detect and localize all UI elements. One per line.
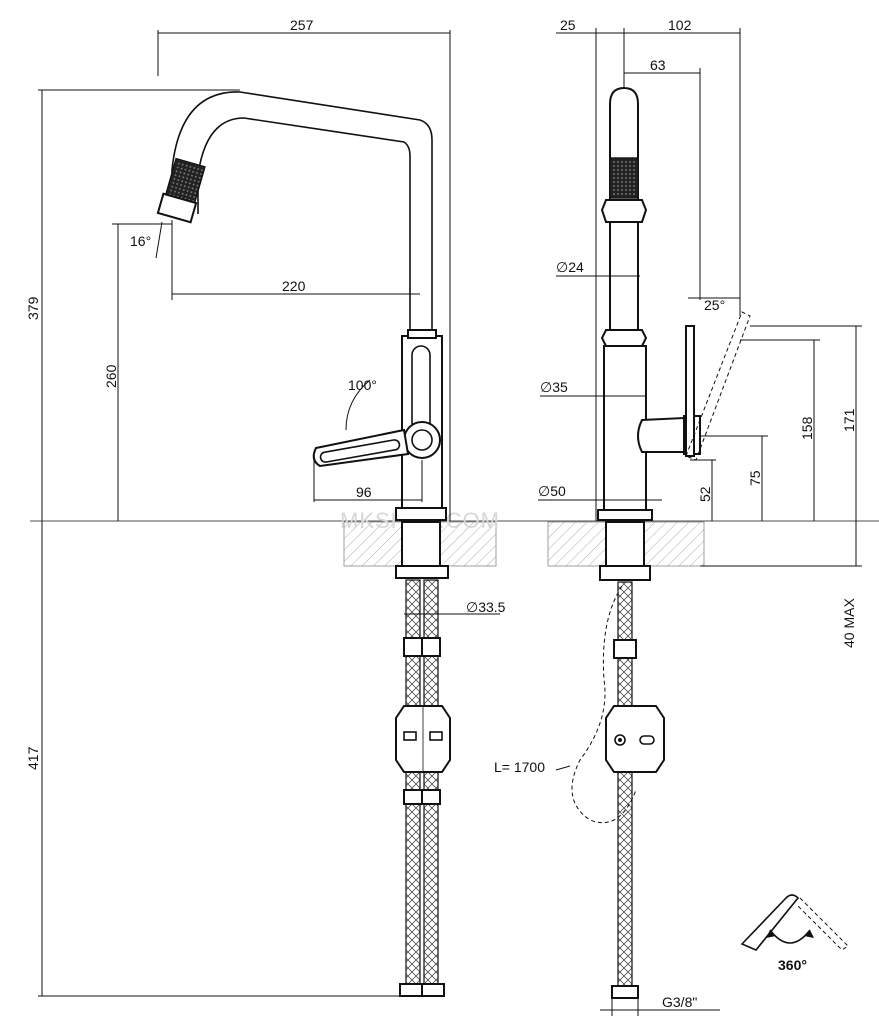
side-lever-dashed bbox=[685, 311, 751, 461]
dim-52: 52 bbox=[697, 486, 713, 502]
side-view bbox=[571, 86, 751, 999]
front-lever bbox=[312, 428, 410, 468]
dim-16-deg: 16° bbox=[130, 233, 151, 249]
front-spout bbox=[171, 91, 433, 330]
dim-417: 417 bbox=[25, 746, 41, 770]
dim-24: ∅24 bbox=[556, 259, 584, 275]
front-dimensions: 257 379 417 260 16° 220 100° 96 ∅33.5 bbox=[25, 17, 506, 997]
side-aerator bbox=[609, 157, 639, 199]
front-view bbox=[156, 91, 451, 997]
dim-102: 102 bbox=[668, 17, 692, 33]
dim-63: 63 bbox=[650, 57, 666, 73]
dim-25: 25 bbox=[560, 17, 576, 33]
dim-50: ∅50 bbox=[538, 483, 566, 499]
side-lever bbox=[637, 416, 685, 453]
rotation-icon: 360° bbox=[740, 894, 849, 973]
dim-171: 171 bbox=[841, 408, 857, 432]
dim-260: 260 bbox=[103, 364, 119, 388]
dim-96: 96 bbox=[356, 484, 372, 500]
rotation-label: 360° bbox=[778, 957, 807, 973]
dim-35: ∅35 bbox=[540, 379, 568, 395]
dim-100-deg: 100° bbox=[348, 377, 377, 393]
side-connector bbox=[605, 705, 665, 773]
dim-379: 379 bbox=[25, 296, 41, 320]
pull-out-hose bbox=[571, 585, 637, 824]
dim-hose-length: L= 1700 bbox=[494, 759, 545, 775]
dim-220: 220 bbox=[282, 278, 306, 294]
dim-33-5: ∅33.5 bbox=[466, 599, 506, 615]
dim-158: 158 bbox=[799, 416, 815, 440]
dim-75: 75 bbox=[747, 470, 763, 486]
dim-25-deg: 25° bbox=[704, 297, 725, 313]
dim-thread: G3/8" bbox=[662, 994, 697, 1010]
side-dimensions: 25 102 63 ∅24 ∅35 ∅50 25° 171 158 75 52 bbox=[494, 17, 862, 1016]
dim-40-max: 40 MAX bbox=[841, 598, 857, 648]
front-lever-hub bbox=[403, 421, 441, 459]
dim-257: 257 bbox=[290, 17, 314, 33]
